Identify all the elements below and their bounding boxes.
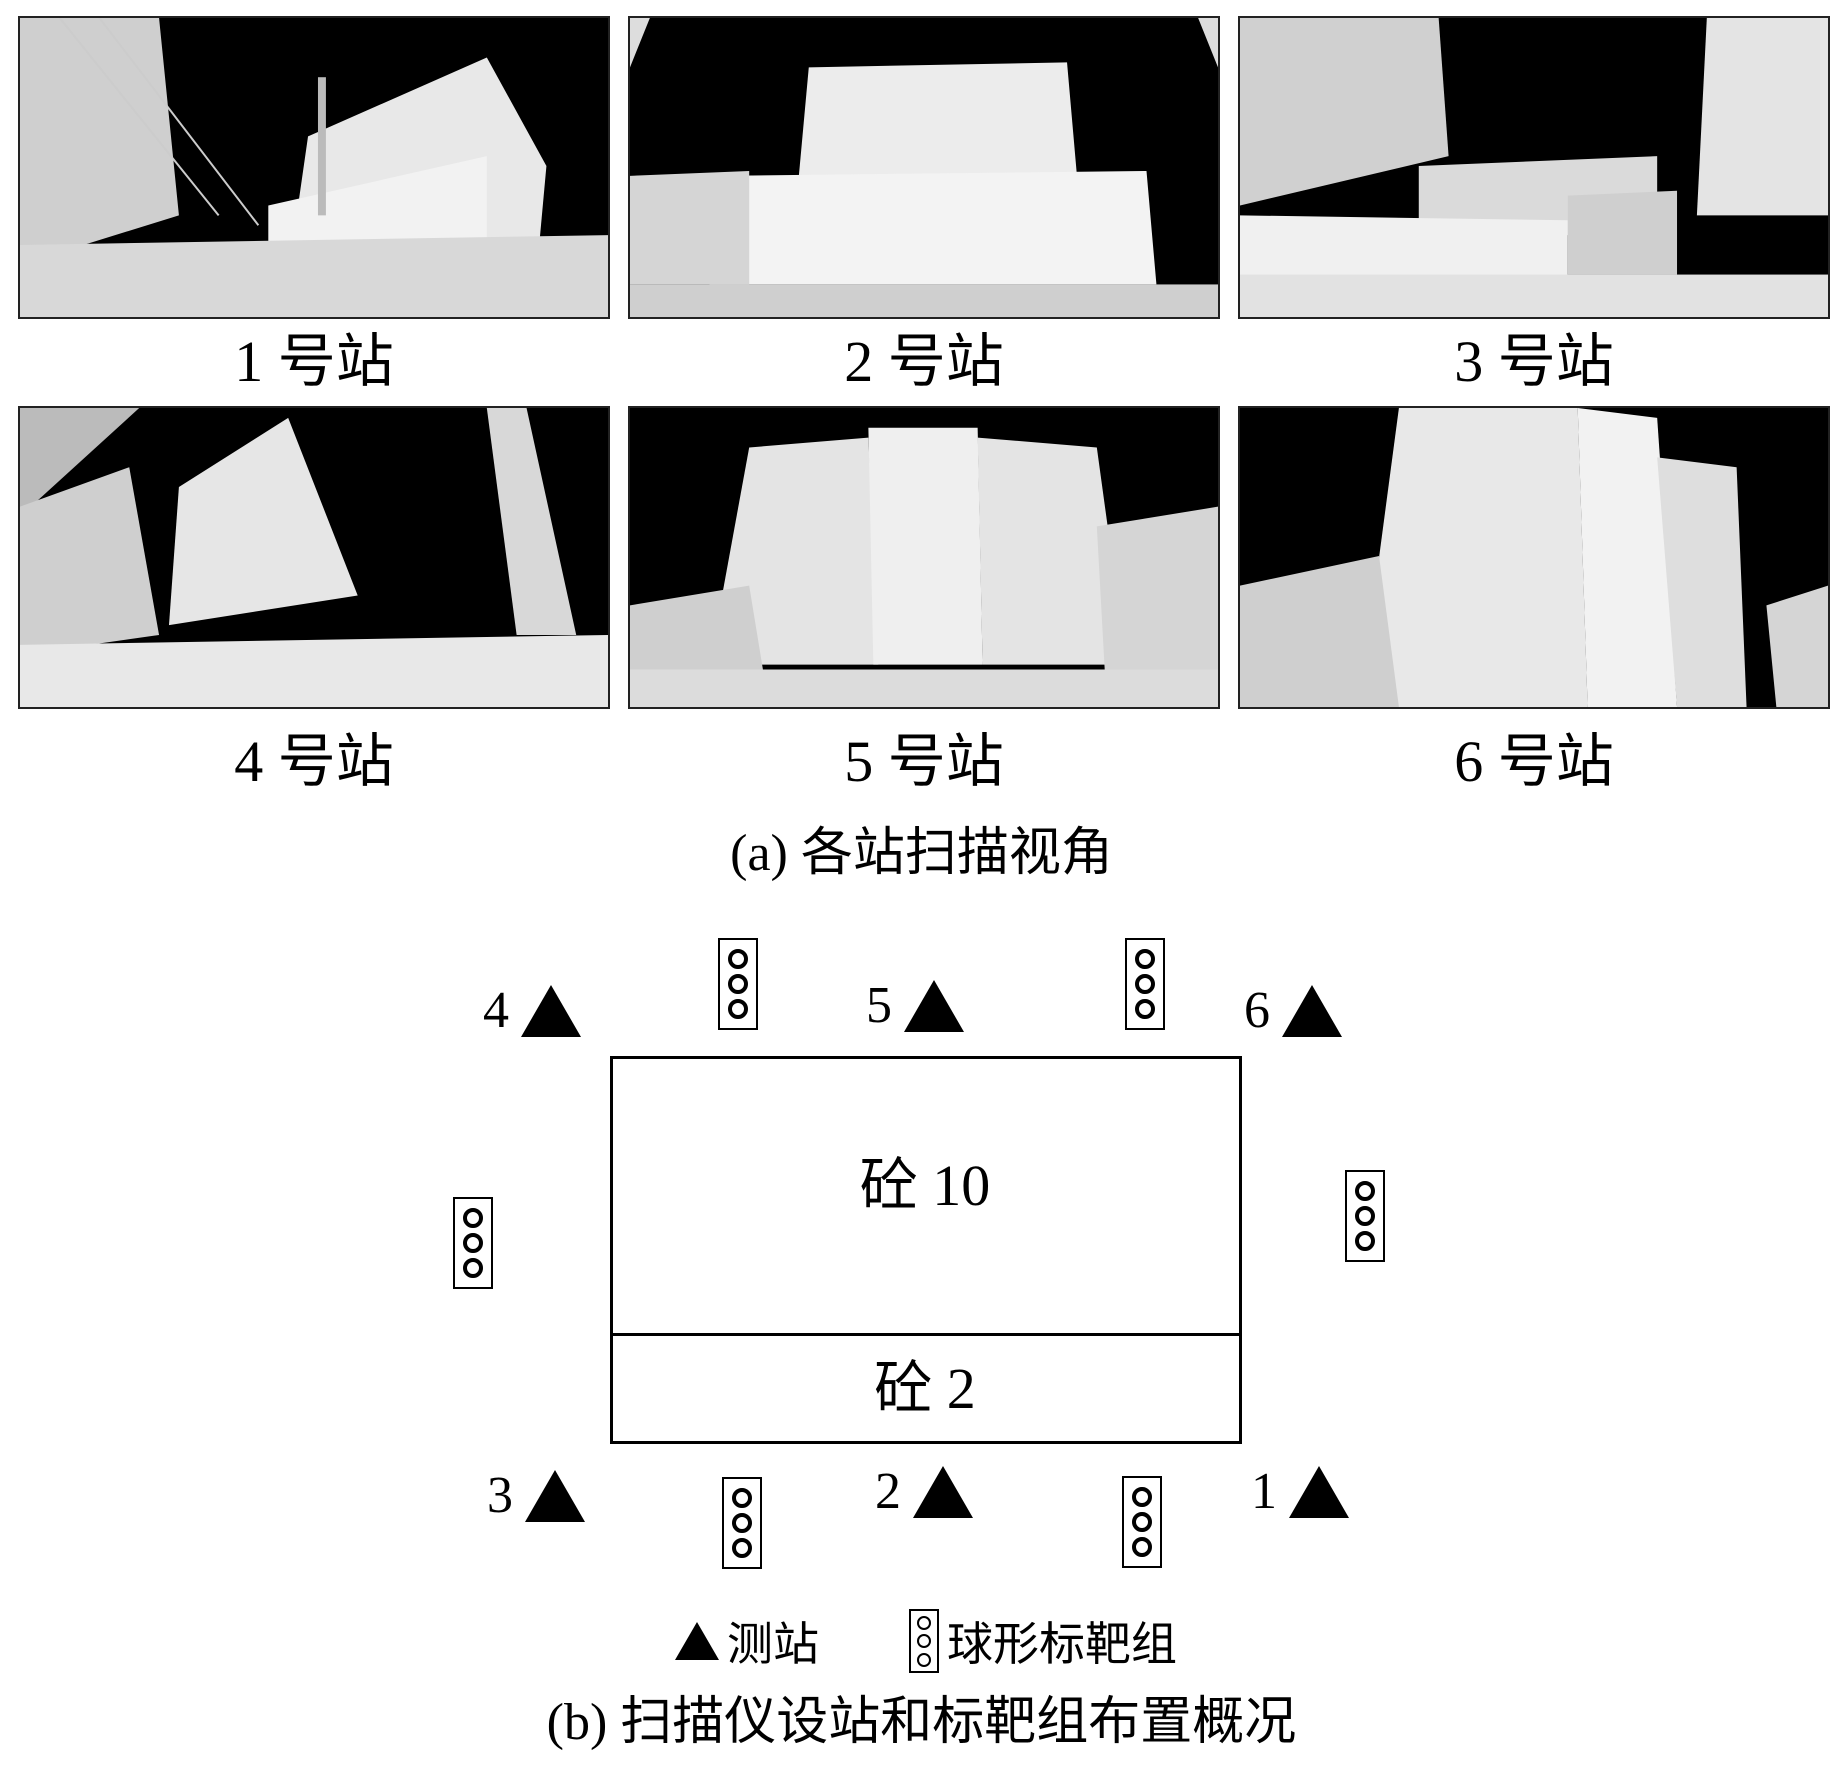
station-marker-6: 6: [1244, 985, 1342, 1037]
caption-b: (b) 扫描仪设站和标靶组布置概况: [0, 1697, 1843, 1749]
sphere-target-icon: [1135, 949, 1155, 969]
station-4-label: 4 号站: [114, 733, 514, 791]
scan-photo-station-6: [1238, 406, 1830, 709]
scan-photo-station-1: [18, 16, 610, 319]
station-marker-number: 6: [1244, 985, 1270, 1037]
station-marker-1: 1: [1251, 1466, 1349, 1518]
station-marker-2: 2: [875, 1466, 973, 1518]
sphere-target-icon: [463, 1233, 483, 1253]
station-marker-5: 5: [866, 980, 964, 1032]
sphere-target-icon: [1355, 1181, 1375, 1201]
scan-photo-2-image: [630, 18, 1218, 317]
triangle-icon: [904, 980, 964, 1032]
legend-triangle-icon: [675, 1622, 719, 1660]
sphere-target-icon: [732, 1538, 752, 1558]
station-marker-number: 3: [487, 1470, 513, 1522]
triangle-icon: [1282, 985, 1342, 1037]
legend-station-label: 测站: [727, 1608, 819, 1674]
sphere-target-icon: [732, 1488, 752, 1508]
sphere-target-icon: [1132, 1537, 1152, 1557]
station-1-label: 1 号站: [114, 333, 514, 391]
scan-photo-station-3: [1238, 16, 1830, 319]
target-group-top-right: [1125, 938, 1165, 1030]
station-5-label: 5 号站: [724, 733, 1124, 791]
building-lower-label: 砼 2: [760, 1360, 1090, 1418]
station-marker-number: 2: [875, 1466, 901, 1518]
sphere-target-icon: [728, 999, 748, 1019]
target-group-top-left: [718, 938, 758, 1030]
triangle-icon: [521, 985, 581, 1037]
legend-target-label: 球形标靶组: [947, 1608, 1177, 1674]
station-3-label: 3 号站: [1334, 333, 1734, 391]
sphere-target-icon: [917, 1653, 931, 1667]
scan-photo-4-image: [20, 408, 608, 707]
sphere-target-icon: [1132, 1487, 1152, 1507]
sphere-target-icon: [1355, 1231, 1375, 1251]
target-group-bottom-left: [722, 1477, 762, 1569]
sphere-target-icon: [1355, 1206, 1375, 1226]
building-upper-label: 砼 10: [760, 1157, 1090, 1215]
station-marker-number: 5: [866, 980, 892, 1032]
target-group-left: [453, 1197, 493, 1289]
sphere-target-icon: [1135, 999, 1155, 1019]
triangle-icon: [525, 1470, 585, 1522]
station-marker-3: 3: [487, 1470, 585, 1522]
triangle-icon: [1289, 1466, 1349, 1518]
station-2-label: 2 号站: [724, 333, 1124, 391]
station-marker-number: 4: [483, 985, 509, 1037]
scan-photo-1-image: [20, 18, 608, 317]
station-marker-number: 1: [1251, 1466, 1277, 1518]
sphere-target-icon: [917, 1634, 931, 1648]
scan-photo-station-4: [18, 406, 610, 709]
target-group-bottom-right: [1122, 1476, 1162, 1568]
sphere-target-icon: [1132, 1512, 1152, 1532]
sphere-target-icon: [917, 1616, 931, 1630]
scan-photo-3-image: [1240, 18, 1828, 317]
legend: 测站 球形标靶组: [675, 1608, 1177, 1674]
station-6-label: 6 号站: [1334, 733, 1734, 791]
sphere-target-icon: [463, 1208, 483, 1228]
scan-photo-station-5: [628, 406, 1220, 709]
scan-photo-5-image: [630, 408, 1218, 707]
station-marker-4: 4: [483, 985, 581, 1037]
sphere-target-icon: [463, 1258, 483, 1278]
sphere-target-icon: [728, 949, 748, 969]
triangle-icon: [913, 1466, 973, 1518]
legend-target-icon: [909, 1609, 939, 1673]
scan-photo-6-image: [1240, 408, 1828, 707]
sphere-target-icon: [732, 1513, 752, 1533]
caption-a: (a) 各站扫描视角: [0, 828, 1843, 880]
scan-photo-station-2: [628, 16, 1220, 319]
sphere-target-icon: [728, 974, 748, 994]
sphere-target-icon: [1135, 974, 1155, 994]
target-group-right: [1345, 1170, 1385, 1262]
